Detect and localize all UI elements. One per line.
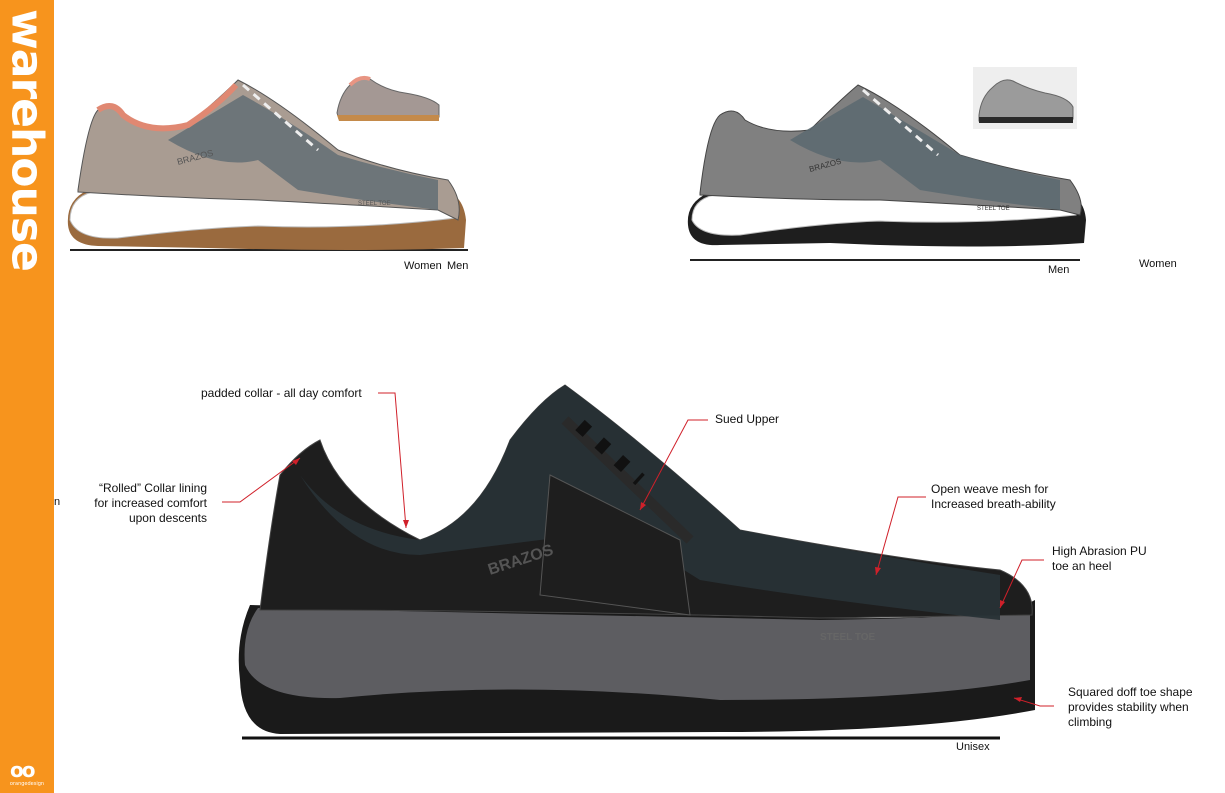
brand-sidebar: warehouse oo orangedesign [0, 0, 54, 793]
logo-text: orangedesign [9, 781, 45, 787]
callout-pu-line-1: High Abrasion PU [1052, 544, 1147, 558]
callout-rolled-collar: “Rolled” Collar lining for increased com… [80, 481, 207, 526]
callout-line-upper [639, 419, 708, 511]
callout-line-rolled [222, 457, 301, 503]
toe-mark-text-main: STEEL TOE [820, 632, 876, 643]
callout-pu-toe: High Abrasion PU toe an heel [1052, 544, 1147, 574]
toe-mark-text-grey: STEEL TOE [977, 206, 1010, 212]
callout-padded-collar: padded collar - all day comfort [201, 386, 362, 400]
reference-photo-men [973, 67, 1077, 129]
toe-mark-text: STEEL TOE [358, 201, 391, 207]
shoe-sketch-grey: BRAZOS STEEL TOE [687, 84, 1086, 261]
callout-line-mesh [875, 496, 926, 576]
label-stray: n [54, 496, 61, 508]
label-unisex: Unisex [956, 741, 990, 753]
callout-toe-line-3: climbing [1068, 715, 1113, 729]
label-men-right: Men [1048, 264, 1070, 276]
callout-mesh-line-1: Open weave mesh for [931, 482, 1049, 496]
reference-photo-women [336, 75, 440, 121]
callout-pu-line-2: toe an heel [1052, 559, 1112, 573]
callout-toe-line-2: provides stability when [1068, 700, 1189, 714]
callout-mesh-line-2: Increased breath-ability [931, 497, 1056, 511]
label-women-right: Women [1139, 258, 1177, 270]
orangedesign-logo: oo orangedesign [6, 758, 48, 790]
logo-mark: oo [10, 758, 36, 782]
callout-toe-line-1: Squared doff toe shape [1068, 685, 1193, 699]
callout-rolled-line-2: for increased comfort [94, 496, 207, 510]
callout-line-pu [999, 559, 1044, 609]
callout-rolled-line-1: “Rolled” Collar lining [98, 481, 207, 495]
callout-sued-upper: Sued Upper [715, 412, 780, 426]
callout-squared-toe: Squared doff toe shape provides stabilit… [1068, 685, 1193, 730]
callout-mesh: Open weave mesh for Increased breath-abi… [931, 482, 1056, 512]
label-men-left: Men [447, 260, 469, 272]
callout-rolled-line-3: upon descents [128, 511, 207, 525]
shoe-sketch-black-main: BRAZOS STEEL TOE [238, 384, 1035, 740]
label-women-left: Women [404, 260, 442, 272]
callout-line-collar [378, 392, 407, 529]
shoe-sketch-taupe: BRAZOS STEEL TOE [67, 79, 468, 251]
callout-line-toe [1013, 697, 1054, 707]
